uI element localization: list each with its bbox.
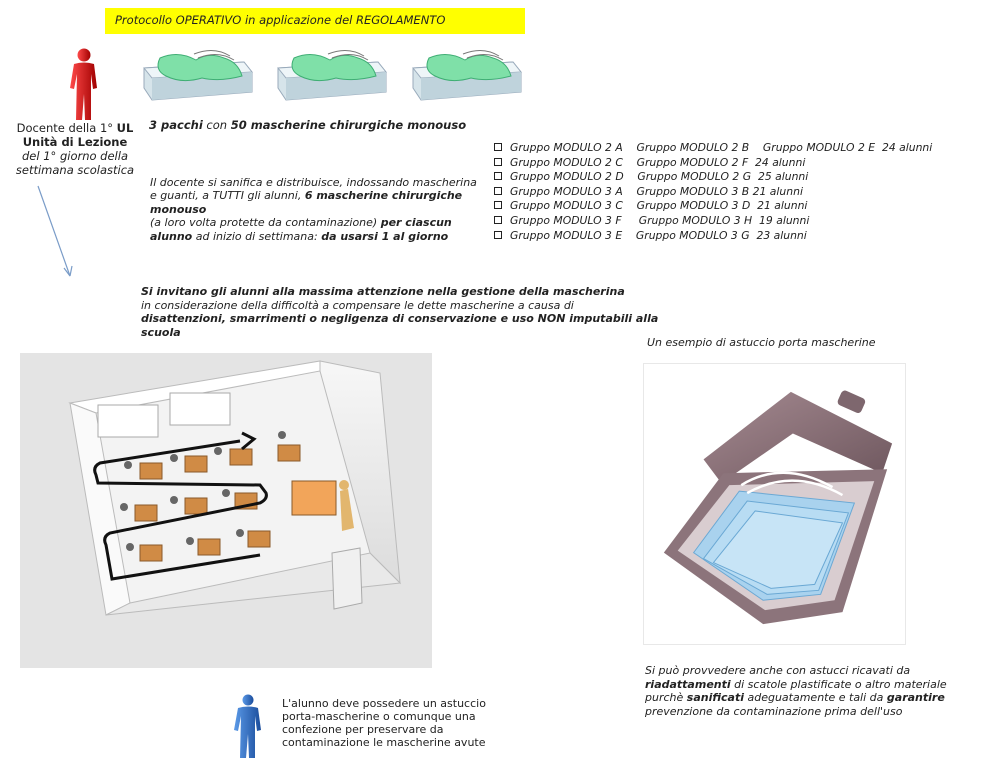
title-text: Protocollo OPERATIVO in applicazione del… (115, 13, 446, 27)
distribution-part3: ad inizio di settimana: (192, 229, 322, 243)
distribution-bold2: per ciascun alunno (150, 216, 452, 243)
teacher-label-line1: Docente della 1° (16, 121, 117, 135)
checkbox-square-icon (494, 215, 502, 224)
mask-case-photo (643, 363, 906, 645)
group-text: Gruppo MODULO 3 A Gruppo MODULO 3 B 21 a… (510, 184, 803, 198)
teacher-label-unit: Unità di Lezione (22, 135, 128, 149)
list-item: Gruppo MODULO 3 C Gruppo MODULO 3 D 21 a… (494, 199, 994, 214)
list-item: Gruppo MODULO 2 A Gruppo MODULO 2 B Grup… (494, 141, 994, 156)
checkbox-square-icon (494, 143, 502, 151)
case-note-bold1: riadattamenti (645, 677, 731, 691)
title-banner: Protocollo OPERATIVO in applicazione del… (105, 8, 525, 34)
teacher-label-line3: del 1° giorno della (22, 149, 128, 163)
checkbox-square-icon (494, 201, 502, 210)
packs-label: 3 pacchi con 50 mascherine chirurgiche m… (149, 118, 466, 132)
invite-bold1: Si invitano gli alunni alla massima atte… (141, 285, 625, 298)
case-note-part1: Si può provvedere anche con astucci rica… (645, 664, 911, 677)
group-text: Gruppo MODULO 3 C Gruppo MODULO 3 D 21 a… (510, 199, 808, 213)
case-note-bold2: sanificati (686, 691, 744, 705)
invite-part1: in considerazione della difficoltà a com… (141, 298, 574, 312)
case-note-bold3: garantire (886, 691, 945, 705)
group-text: Gruppo MODULO 3 F Gruppo MODULO 3 H 19 a… (510, 213, 810, 227)
mask-pack-2-icon (277, 50, 387, 101)
distribution-paragraph: Il docente si sanifica e distribuisce, i… (150, 176, 480, 243)
list-item: Gruppo MODULO 2 C Gruppo MODULO 2 F 24 a… (494, 156, 994, 171)
packs-mid: con (202, 118, 231, 132)
group-text: Gruppo MODULO 2 C Gruppo MODULO 2 F 24 a… (510, 155, 806, 169)
group-text: Gruppo MODULO 3 E Gruppo MODULO 3 G 23 a… (510, 228, 807, 242)
teacher-label-ul: UL (116, 121, 134, 135)
teacher-label: Docente della 1° UL Unità di Lezione del… (4, 121, 146, 177)
checkbox-square-icon (494, 172, 502, 181)
case-note-part4: prevenzione da contaminazione prima dell… (645, 704, 903, 718)
classroom-illustration (20, 353, 432, 668)
teacher-label-line4: settimana scolastica (15, 163, 135, 177)
case-note-part3: adeguatamente e tali da (743, 691, 887, 705)
list-item: Gruppo MODULO 3 A Gruppo MODULO 3 B 21 a… (494, 185, 994, 200)
distribution-bold3: da usarsi 1 al giorno (321, 229, 449, 243)
checkbox-square-icon (494, 157, 502, 166)
packs-count: 3 pacchi (149, 118, 203, 132)
mask-pack-1-icon (143, 50, 253, 101)
group-list: Gruppo MODULO 2 A Gruppo MODULO 2 B Grup… (494, 141, 994, 243)
mask-pack-3-icon (412, 50, 522, 101)
invite-paragraph: Si invitano gli alunni alla massima atte… (141, 285, 701, 339)
case-caption: Un esempio di astuccio porta mascherine (647, 336, 876, 349)
distribution-part2: (a loro volta protette da contaminazione… (150, 216, 381, 230)
student-note: L'alunno deve possedere un astuccio port… (282, 697, 486, 749)
list-item: Gruppo MODULO 2 D Gruppo MODULO 2 G 25 a… (494, 170, 994, 185)
list-item: Gruppo MODULO 3 F Gruppo MODULO 3 H 19 a… (494, 214, 994, 229)
case-note-part2: di scatole plastificate o altro material… (645, 677, 947, 705)
student-person-icon (234, 694, 261, 758)
invite-bold2: disattenzioni, smarrimenti o negligenza … (141, 312, 659, 339)
distribution-bold1: 6 mascherine chirurgiche monouso (150, 189, 463, 216)
teacher-person-icon (70, 48, 97, 120)
case-note-paragraph: Si può provvedere anche con astucci rica… (645, 664, 985, 718)
group-text: Gruppo MODULO 2 D Gruppo MODULO 2 G 25 a… (510, 170, 809, 184)
list-item: Gruppo MODULO 3 E Gruppo MODULO 3 G 23 a… (494, 229, 994, 244)
packs-description: 50 mascherine chirurgiche monouso (230, 118, 467, 132)
group-text: Gruppo MODULO 2 A Gruppo MODULO 2 B Grup… (510, 141, 933, 154)
checkbox-square-icon (494, 186, 502, 195)
checkbox-square-icon (494, 230, 502, 239)
distribution-part1: Il docente si sanifica e distribuisce, i… (150, 176, 477, 203)
